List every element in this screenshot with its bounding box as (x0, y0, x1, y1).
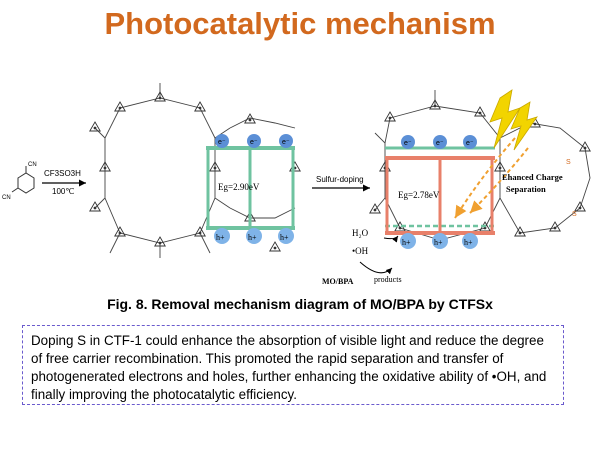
electrons-left (215, 134, 293, 148)
degradation-arrow (359, 261, 393, 275)
sulfur-atom: S (572, 211, 577, 218)
temperature-label: 100℃ (52, 187, 74, 196)
doping-label: Sulfur-doping (316, 175, 364, 184)
reagent-label: CF3SO3H (44, 169, 81, 178)
hole-label: h+ (280, 233, 289, 242)
page-title: Photocatalytic mechanism (104, 6, 496, 41)
bandgap-pristine-label: Eg=2.90eV (218, 182, 260, 192)
pollutant-label: MO/BPA (322, 277, 354, 286)
electron-label: e⁻ (282, 139, 290, 146)
charge-transfer-arrow (454, 137, 516, 219)
band-structure-left (206, 146, 295, 230)
electron-label: e⁻ (404, 140, 412, 147)
band-structure-right (385, 146, 495, 235)
bandgap-doped-label: Eg=2.78eV (398, 190, 440, 200)
monomer-cn-label: CN (28, 162, 37, 168)
ctf-framework-left (94, 83, 296, 258)
description-box: Doping S in CTF-1 could enhance the abso… (22, 325, 564, 405)
holes-left (214, 228, 294, 244)
monomer-structure (11, 166, 35, 194)
ctf-framework-right (374, 90, 591, 241)
hole-label: h+ (402, 238, 411, 247)
lightning-icon (489, 89, 538, 151)
electron-label: e⁻ (466, 140, 474, 147)
products-label: products (374, 275, 402, 284)
monomer-cn-label-2: CN (2, 195, 11, 201)
electrons-right (401, 135, 477, 149)
hole-label: h+ (216, 233, 225, 242)
electron-label: e⁻ (218, 139, 226, 146)
charge-transfer-arrow-2 (469, 147, 529, 214)
water-oxidation-arrow (383, 235, 399, 243)
hydroxyl-label: •OH (352, 246, 369, 256)
hole-label: h+ (248, 233, 257, 242)
water-label: H₂O (352, 228, 369, 238)
electron-label: e⁻ (436, 140, 444, 147)
holes-right (400, 233, 478, 249)
electron-label: e⁻ (250, 139, 258, 146)
hole-label: h+ (464, 238, 473, 247)
sulfur-atom: S (566, 159, 571, 166)
hole-label: h+ (434, 238, 443, 247)
figure-caption: Fig. 8. Removal mechanism diagram of MO/… (107, 296, 493, 312)
enhanced-separation-label: Ehanced Charge Separation (502, 172, 565, 194)
mechanism-diagram: CN CN CF3SO3H 100℃ e⁻ e⁻ e⁻ h+ (2, 83, 591, 286)
